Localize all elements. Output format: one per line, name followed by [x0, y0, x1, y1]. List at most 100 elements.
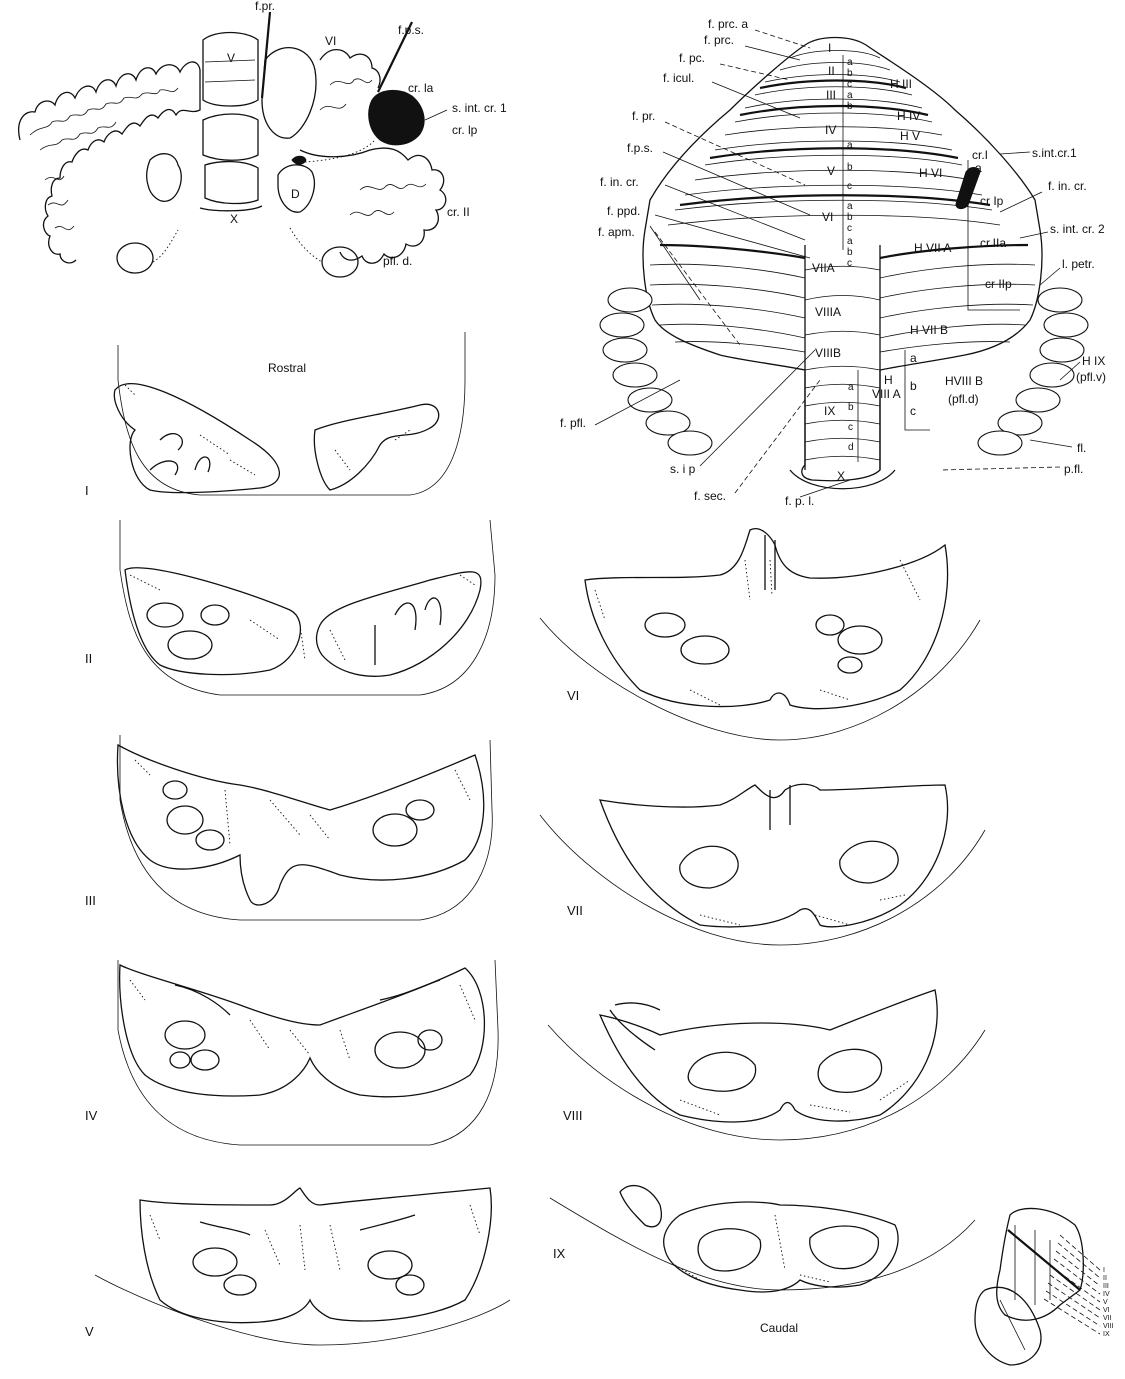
label-f-pfl: f. pfl. — [560, 416, 586, 430]
vermis-label-vi: VI — [822, 210, 833, 224]
vermis-label-viia: VIIA — [812, 261, 835, 275]
section-label-iii: III — [85, 893, 96, 908]
sublobule-letter: c — [847, 223, 852, 234]
sublobule-letter: a — [847, 90, 853, 101]
left-folia-inner — [29, 87, 179, 231]
sublobule-letter: b — [847, 247, 853, 258]
section-label-vii: VII — [567, 903, 583, 918]
vermis-lobule-v — [202, 31, 259, 107]
nodulus — [199, 205, 263, 212]
vermis-label-x: X — [837, 469, 845, 483]
sublobule-letter: b — [847, 101, 853, 112]
inset-level-v: V — [1103, 1299, 1108, 1306]
hemisphere-letter-a-cr-i: a — [975, 161, 982, 175]
inset-level-iii: III — [1103, 1283, 1109, 1290]
label-f-prc: f. prc. — [704, 33, 734, 47]
label-l-petr: l. petr. — [1062, 257, 1095, 271]
label-cr-la: cr. la — [408, 81, 434, 95]
section-label-i: I — [85, 483, 89, 498]
label-f-p-s: f.p.s. — [398, 23, 424, 37]
section-viii: VIII — [547, 989, 986, 1141]
inset-level-i: I — [1103, 1267, 1105, 1274]
sublobule-letter: b — [847, 162, 853, 173]
hemisphere-letter-b: b — [910, 379, 917, 393]
inset-level-viii: VIII — [1103, 1323, 1114, 1330]
label-h-vii-b: H VII B — [910, 323, 948, 337]
section-label-ix: IX — [553, 1246, 566, 1261]
label-caudal: Caudal — [760, 1321, 798, 1335]
label-d: D — [291, 187, 300, 201]
left-dotted-link — [152, 229, 179, 263]
sublobule-letter: c — [847, 79, 852, 90]
lobule-vi — [261, 47, 317, 139]
label-f-icul: f. icul. — [663, 71, 694, 85]
vermis-label-ii: II — [828, 64, 835, 78]
label-v: V — [227, 51, 235, 65]
vermis-central-block — [202, 113, 259, 205]
sublobule-letter: b — [848, 402, 854, 413]
vermis-label-iv: IV — [825, 123, 836, 137]
label-f-prc-a: f. prc. a — [708, 17, 748, 31]
section-ix: IX — [549, 1184, 976, 1293]
vermis-label-ix: IX — [824, 404, 835, 418]
inset-level-ix: IX — [1103, 1331, 1110, 1338]
inset-level-vi: VI — [1103, 1307, 1110, 1314]
label-s-int-cr-1: s. int. cr. 1 — [452, 101, 507, 115]
folia-arcs-upper — [667, 50, 1001, 226]
label-x: X — [230, 212, 238, 226]
inset-level-ii: II — [1103, 1275, 1107, 1282]
sublobule-letter: c — [848, 422, 853, 433]
label-f-ppd: f. ppd. — [607, 204, 640, 218]
sublobule-letter: b — [847, 68, 853, 79]
label-cr-lp: cr. lp — [452, 123, 478, 137]
section-label-ii: II — [85, 651, 92, 666]
top-left-diagram: f.pr. VI f.p.s. V cr. la s. int. cr. 1 c… — [18, 0, 507, 278]
label-f-p-l: f. p. l. — [785, 494, 814, 508]
section-iv: IV — [85, 959, 499, 1146]
sublobule-letter: c — [847, 181, 852, 192]
section-label-vi: VI — [567, 688, 579, 703]
left-paraflocculus — [146, 153, 182, 202]
right-folia-inner — [319, 78, 427, 216]
label-cr-iia: cr.IIa — [980, 236, 1006, 250]
label-pfl-d: pfl. d. — [383, 254, 412, 268]
vermis-segments — [804, 265, 881, 461]
label-h-vi: H VI — [919, 166, 942, 180]
section-iii: III — [85, 735, 493, 921]
vermis-label-i: I — [828, 41, 831, 55]
cerebellum-outline — [642, 36, 1043, 482]
lobule-x-outline — [789, 469, 896, 490]
crus-la-lesion — [368, 90, 425, 146]
section-label-viii: VIII — [563, 1108, 583, 1123]
vermis-label-v: V — [827, 164, 835, 178]
label-f-in-cr-left: f. in. cr. — [600, 175, 639, 189]
inset-level-vii: VII — [1103, 1315, 1112, 1322]
section-ii: II — [85, 519, 496, 696]
label-f-pc: f. pc. — [679, 51, 705, 65]
label-f-pr-right: f. pr. — [632, 109, 655, 123]
top-right-diagram: f. prc. a f. prc. f. pc. f. icul. f. pr.… — [560, 17, 1106, 508]
label-rostral: Rostral — [268, 361, 306, 375]
right-flocculus-lobe — [321, 246, 359, 278]
left-flocculus-lobe — [116, 242, 154, 274]
label-fl: fl. — [1077, 441, 1086, 455]
inset-level-lines — [1043, 1234, 1101, 1335]
hemisphere-letter-a: a — [910, 351, 917, 365]
label-h-iv: H IV — [897, 109, 920, 123]
section-label-iv: IV — [85, 1108, 98, 1123]
label-cr-ip: cr Ip — [980, 194, 1004, 208]
label-cr-i: cr.I — [972, 148, 988, 162]
vermis-label-iii: III — [826, 88, 836, 102]
folia-arcs-lower — [649, 263, 1036, 353]
label-f-p-s-right: f.p.s. — [627, 141, 653, 155]
section-vii: VII — [539, 783, 986, 946]
label-h-v: H V — [900, 129, 920, 143]
orientation-inset: I II III IV V VI VII VIII IX — [974, 1207, 1114, 1366]
label-cr-ii: cr. II — [447, 205, 470, 219]
sublobule-letter: b — [847, 212, 853, 223]
label-pfl-v: (pfl.v) — [1076, 370, 1106, 384]
label-p-fl: p.fl. — [1064, 462, 1083, 476]
label-s-int-cr-2: s. int. cr. 2 — [1050, 222, 1105, 236]
sublobule-letter: a — [847, 201, 853, 212]
